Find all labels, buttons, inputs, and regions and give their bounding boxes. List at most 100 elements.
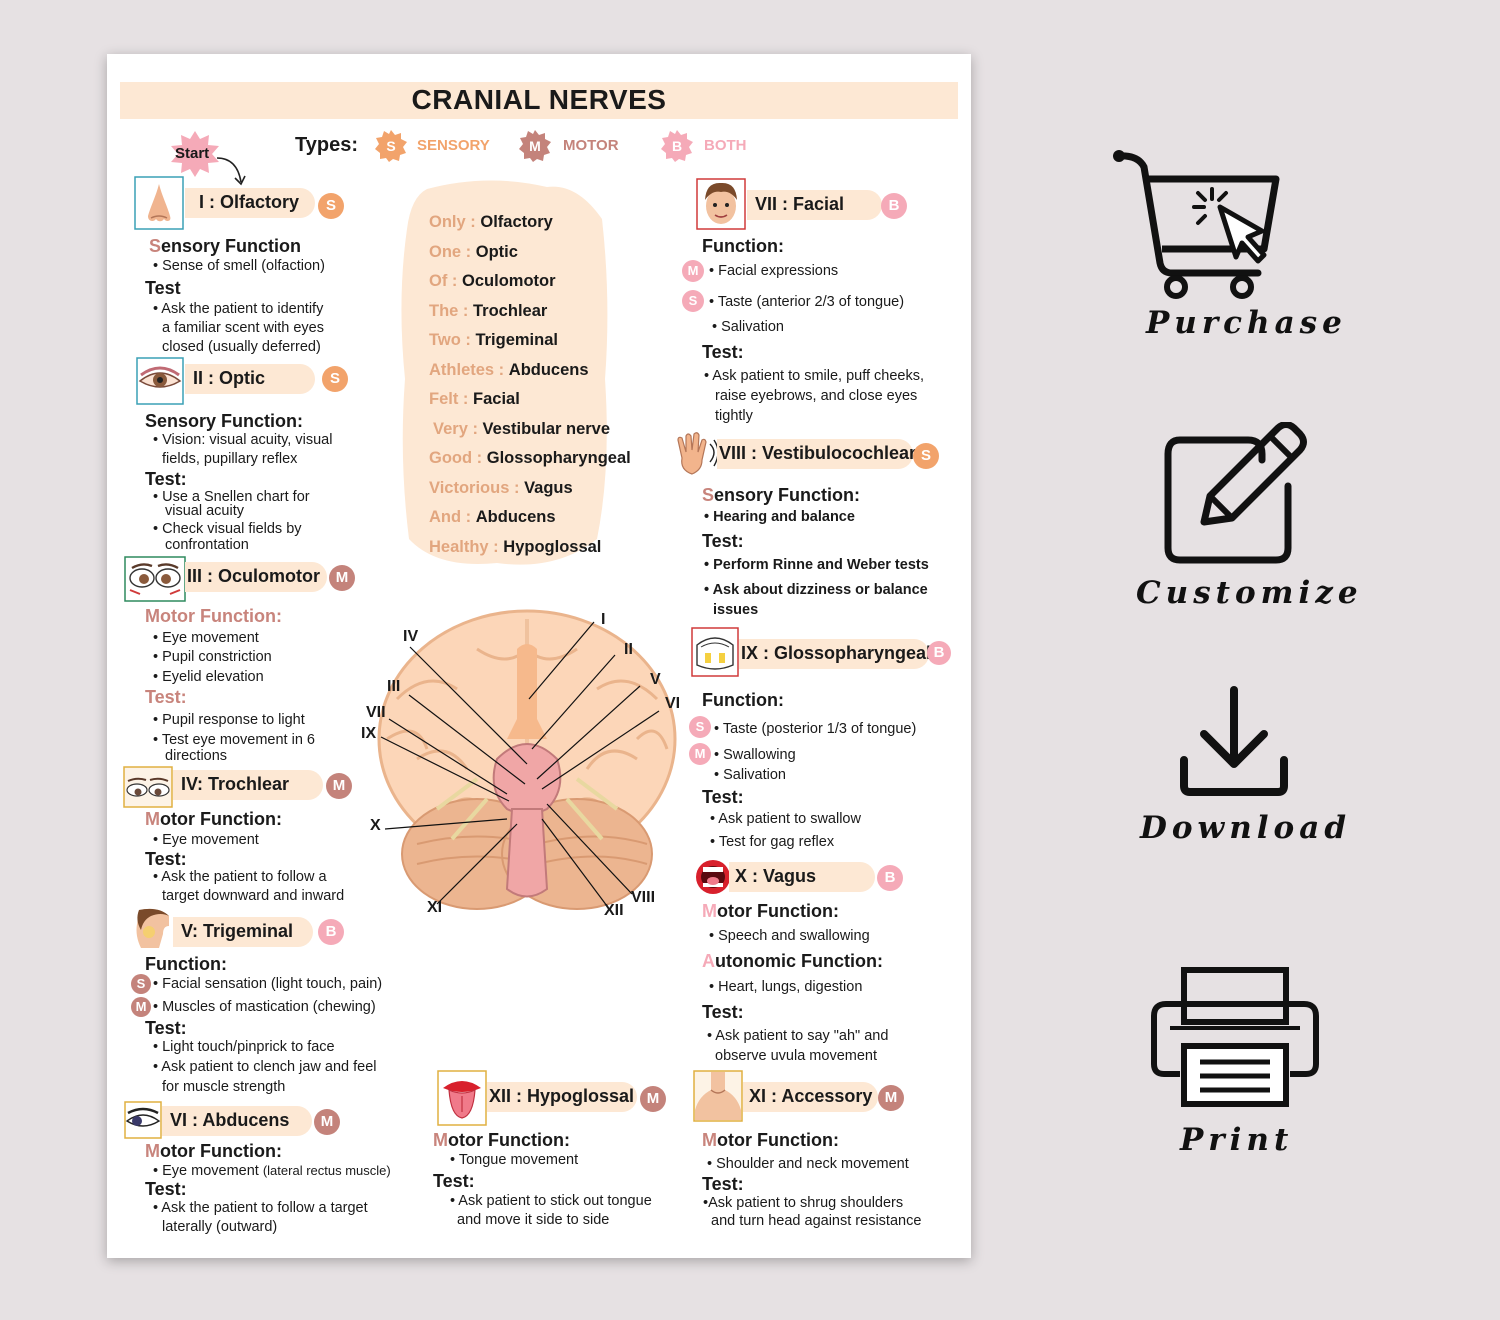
trochlear-name: IV: Trochlear [181, 774, 290, 794]
glossopharyngeal-test-line: • Ask patient to swallow [710, 811, 861, 827]
accessory-type-badge: M [878, 1085, 904, 1111]
trochlear-test-heading: Test: [145, 849, 187, 869]
vagus-motor-item: • Speech and swallowing [709, 928, 870, 944]
accessory-function-heading: Motor Function: [702, 1130, 839, 1150]
neck-shoulder-icon [693, 1070, 743, 1122]
vagus-test-heading: Test: [702, 1002, 744, 1022]
trochlear-test-line: • Ask the patient to follow a [153, 869, 327, 885]
vagus-test-line: observe uvula movement [715, 1048, 877, 1064]
hypoglossal-function-heading: Motor Function: [433, 1130, 570, 1150]
vagus-autonomic-item: • Heart, lungs, digestion [709, 979, 863, 995]
trigeminal-pill: V: Trigeminal [173, 917, 313, 947]
glossopharyngeal-type-badge: B [927, 641, 951, 665]
nerve-numeral-label: VII [366, 704, 386, 721]
download-icon[interactable] [1178, 686, 1290, 798]
hypoglossal-test-line: and move it side to side [457, 1212, 610, 1228]
trigeminal-test-line: • Light touch/pinprick to face [153, 1039, 335, 1055]
accessory-test-line: and turn head against resistance [711, 1213, 922, 1229]
vagus-motor-heading: Motor Function: [702, 901, 839, 921]
oculomotor-test-item: • Pupil response to light [153, 712, 305, 728]
vagus-autonomic-heading: Autonomic Function: [702, 951, 883, 971]
trigeminal-function-item: • Facial sensation (light touch, pain) [153, 976, 383, 992]
abducens-test-line: laterally (outward) [162, 1219, 278, 1235]
trigeminal-sensory-badge: S [131, 974, 151, 994]
svg-text:M: M [529, 138, 541, 154]
facial-sensory-badge: S [682, 290, 704, 312]
glossopharyngeal-test-heading: Test: [702, 787, 744, 807]
trochlear-function-heading: Motor Function: [145, 809, 282, 829]
svg-text:S: S [386, 138, 395, 154]
vestibulocochlear-test-line: • Perform Rinne and Weber tests [704, 557, 929, 573]
nerve-numeral-label: VIII [631, 889, 656, 906]
glossopharyngeal-function-heading: Function: [702, 690, 784, 710]
mnemonic-item: The : Trochlear [429, 301, 548, 320]
throat-icon [691, 627, 739, 677]
olfactory-test-line: a familiar scent with eyes [162, 320, 324, 336]
nerve-numeral-label: VI [665, 695, 681, 712]
facial-name: VII : Facial [755, 194, 845, 214]
oculomotor-test-item: directions [165, 748, 228, 764]
vagus-name: X : Vagus [735, 866, 817, 886]
olfactory-test-line: closed (usually deferred) [162, 339, 321, 355]
facial-test-line: raise eyebrows, and close eyes [715, 388, 918, 404]
accessory-test-heading: Test: [702, 1174, 744, 1194]
poster-sheet: CRANIAL NERVES Start Types: S SENSORY M … [107, 54, 971, 1258]
oculomotor-function-heading: Motor Function: [145, 606, 282, 626]
glossopharyngeal-test-line: • Test for gag reflex [710, 834, 835, 850]
optic-test-line: • Use a Snellen chart for [153, 489, 310, 505]
poster-title: CRANIAL NERVES [411, 84, 667, 115]
optic-test-heading: Test: [145, 469, 187, 489]
nose-icon [134, 176, 184, 230]
customize-label[interactable]: Customize [1136, 575, 1363, 611]
both-type-label: BOTH [704, 137, 747, 154]
vestibulocochlear-function-heading: Sensory Function: [702, 485, 861, 505]
abducens-name: VI : Abducens [170, 1110, 290, 1130]
vestibulocochlear-test-line: issues [713, 602, 759, 618]
hypoglossal-pill: XII : Hypoglossal [487, 1082, 637, 1112]
mnemonic-item: Athletes : Abducens [429, 360, 589, 379]
olfactory-function-heading: Sensory Function [149, 236, 302, 256]
trochlear-pill: IV: Trochlear [173, 770, 323, 800]
download-label[interactable]: Download [1140, 810, 1351, 846]
optic-test-line: visual acuity [165, 503, 244, 519]
nerve-numeral-label: XI [427, 899, 443, 916]
mnemonic-item: Only : Olfactory [429, 213, 553, 231]
facial-function-item: • Facial expressions [709, 263, 839, 279]
brain-diagram [377, 609, 677, 910]
printer-icon[interactable] [1150, 966, 1320, 1108]
trigeminal-test-heading: Test: [145, 1018, 187, 1038]
nerve-numeral-label: XII [604, 902, 624, 919]
facial-function-item: • Salivation [712, 319, 784, 335]
vagus-test-line: • Ask patient to say "ah" and [707, 1028, 889, 1044]
motor-type-badge: M [519, 130, 551, 162]
start-arrow-icon [216, 157, 246, 186]
glossopharyngeal-function-item: • Taste (posterior 1/3 of tongue) [714, 721, 917, 737]
accessory-function-item: • Shoulder and neck movement [707, 1156, 909, 1172]
purchase-label[interactable]: Purchase [1146, 305, 1347, 341]
accessory-name: XI : Accessory [749, 1086, 873, 1106]
trochlear-type-badge: M [326, 773, 352, 799]
mnemonic-item: And : Abducens [429, 508, 556, 526]
olfactory-test-line: • Ask the patient to identify [153, 301, 324, 317]
abducens-function-item: • Eye movement (lateral rectus muscle) [153, 1163, 391, 1179]
olfactory-name: I : Olfactory [199, 192, 300, 212]
oculomotor-type-badge: M [329, 565, 355, 591]
abducens-function-heading: Motor Function: [145, 1141, 282, 1161]
vestibulocochlear-function-item: • Hearing and balance [704, 509, 855, 525]
sensory-type-badge: S [375, 130, 407, 162]
oculomotor-name: III : Oculomotor [187, 566, 320, 586]
mnemonic-item: Two : Trigeminal [429, 331, 558, 349]
optic-function-line: • Vision: visual acuity, visual [153, 432, 333, 448]
trochlear-test-line: target downward and inward [162, 888, 345, 904]
eye-side-icon [124, 1101, 162, 1139]
optic-test-line: • Check visual fields by [153, 521, 302, 537]
glossopharyngeal-function-item: • Salivation [714, 767, 786, 783]
edit-icon[interactable] [1162, 422, 1307, 567]
mnemonic-brushstroke [401, 180, 608, 565]
facial-test-line: • Ask patient to smile, puff cheeks, [704, 368, 925, 384]
oculomotor-test-item: • Test eye movement in 6 [153, 732, 315, 748]
print-label[interactable]: Print [1180, 1122, 1294, 1158]
olfactory-test-heading: Test [145, 278, 181, 298]
cart-icon[interactable] [1108, 145, 1286, 300]
eye-icon [136, 357, 184, 405]
